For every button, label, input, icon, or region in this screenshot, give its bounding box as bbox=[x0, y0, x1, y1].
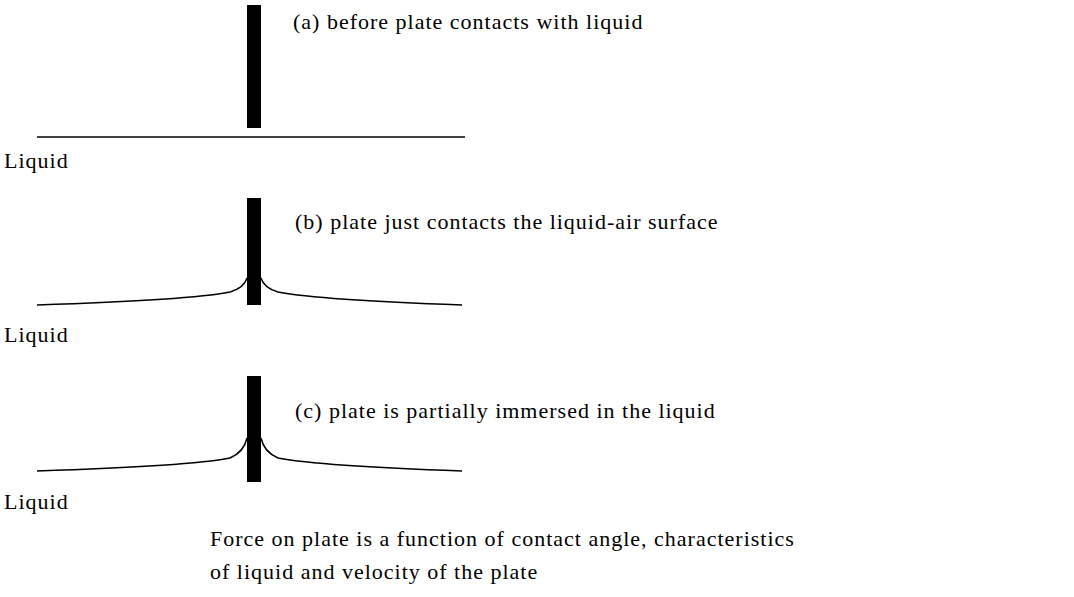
panel-label: (a) before plate contacts with liquid bbox=[293, 5, 643, 38]
plate bbox=[247, 376, 261, 482]
meniscus bbox=[37, 278, 247, 305]
liquid-label: Liquid bbox=[4, 318, 69, 351]
plate bbox=[247, 5, 261, 128]
panel-label: (c) plate is partially immersed in the l… bbox=[295, 394, 716, 427]
meniscus bbox=[261, 438, 462, 471]
meniscus bbox=[261, 278, 462, 305]
liquid-surface bbox=[37, 136, 465, 138]
caption: Force on plate is a function of contact … bbox=[210, 522, 795, 588]
liquid-label: Liquid bbox=[4, 485, 69, 518]
plate bbox=[247, 198, 261, 305]
meniscus bbox=[37, 438, 247, 471]
panel-label: (b) plate just contacts the liquid-air s… bbox=[295, 205, 719, 238]
liquid-label: Liquid bbox=[4, 144, 69, 177]
